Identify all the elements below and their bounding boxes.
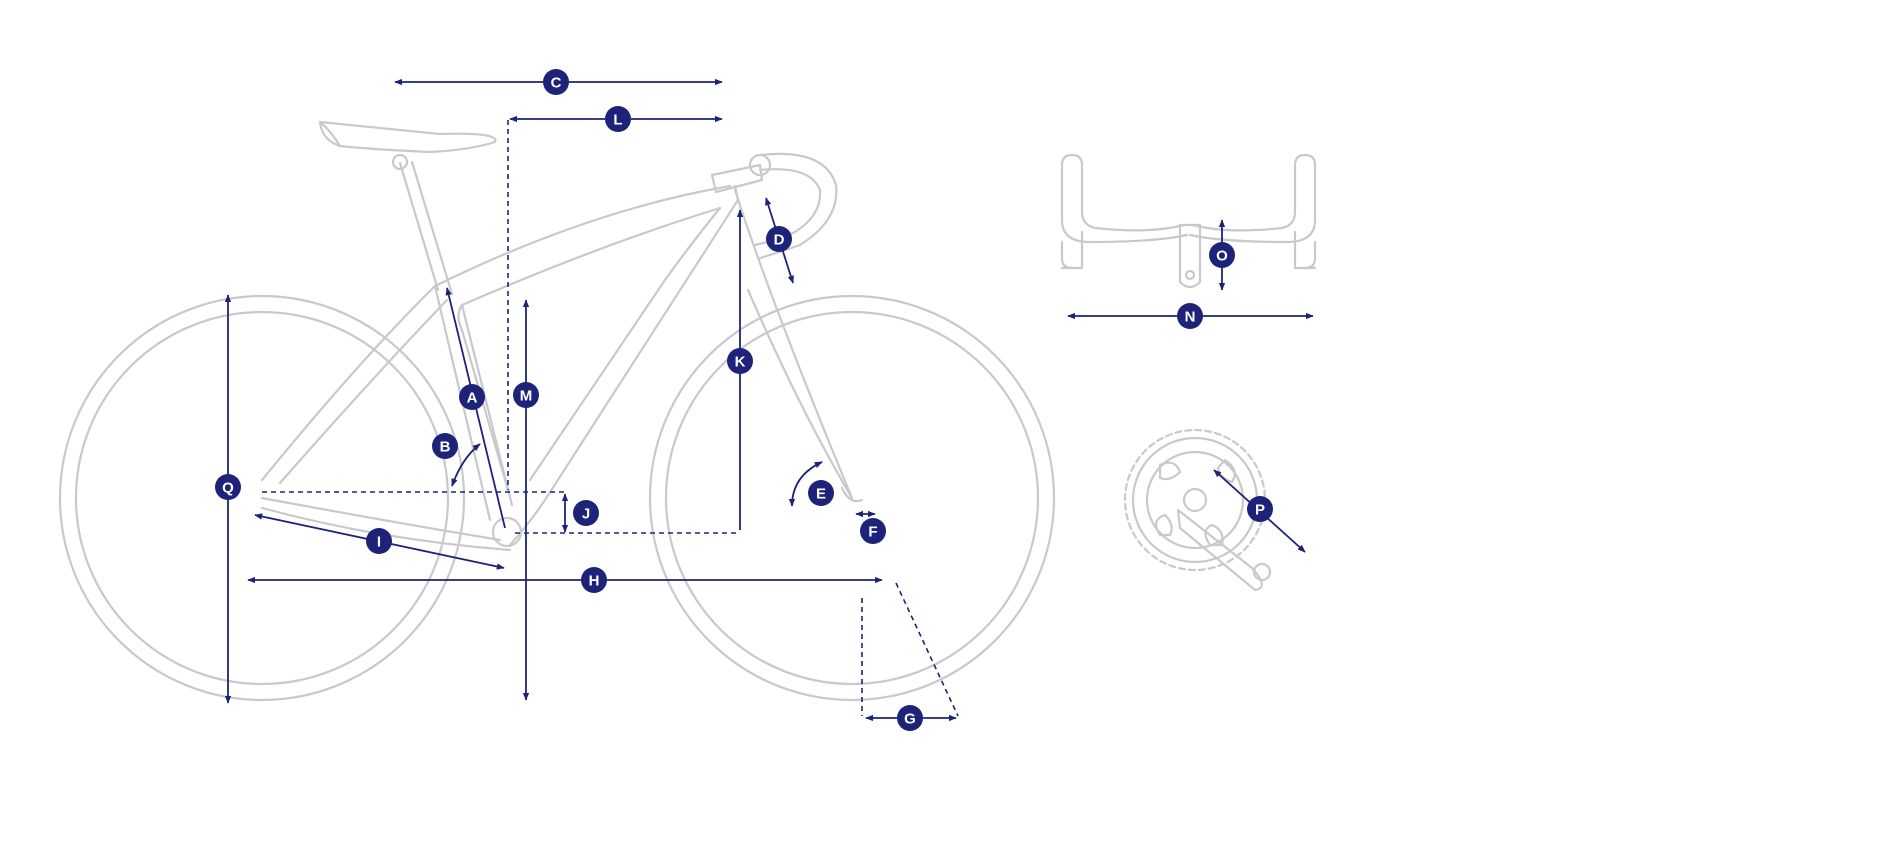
bike-side-view xyxy=(58,120,1056,702)
dimension-badge-h: H xyxy=(581,567,607,593)
dimension-badge-l: L xyxy=(605,106,631,132)
front-wheel xyxy=(648,294,1056,702)
dimension-lines xyxy=(224,78,959,722)
dimension-badge-i: I xyxy=(366,528,392,554)
dimension-badge-g: G xyxy=(897,705,923,731)
dimension-badge-o: O xyxy=(1209,242,1235,268)
dimension-b-arc xyxy=(451,443,481,487)
dimension-label-e: E xyxy=(816,486,826,503)
seatpost-and-saddle xyxy=(318,120,497,296)
dimension-badge-a: A xyxy=(459,384,485,410)
dimension-label-f: F xyxy=(868,524,877,541)
dimension-badge-n: N xyxy=(1177,303,1203,329)
dimension-badges: C L D K M A B Q E J F I H G O N P xyxy=(215,69,1273,731)
dimension-badge-m: M xyxy=(513,382,539,408)
dimension-label-a: A xyxy=(467,390,478,407)
dimension-label-b: B xyxy=(440,439,451,456)
dimension-badge-d: D xyxy=(766,226,792,252)
dimension-label-k: K xyxy=(735,354,746,371)
dimension-badge-k: K xyxy=(727,348,753,374)
rear-wheel xyxy=(58,294,466,702)
dimension-badge-f: F xyxy=(860,518,886,544)
dimension-label-m: M xyxy=(520,388,533,405)
dimension-label-g: G xyxy=(904,711,916,728)
dimension-e-arc xyxy=(788,461,823,507)
dimension-label-j: J xyxy=(582,506,590,523)
handlebar-front-view xyxy=(1060,153,1317,289)
dimension-label-l: L xyxy=(613,112,622,129)
dimension-label-d: D xyxy=(774,232,785,249)
frame xyxy=(260,184,740,552)
dimension-badge-p: P xyxy=(1247,496,1273,522)
dimension-label-p: P xyxy=(1255,502,1265,519)
dimension-label-h: H xyxy=(589,573,600,590)
dimension-label-n: N xyxy=(1185,309,1196,326)
dimension-label-i: I xyxy=(377,534,381,551)
dimension-badge-b: B xyxy=(432,433,458,459)
fork xyxy=(733,188,864,503)
dimension-label-c: C xyxy=(551,75,562,92)
dimension-badge-e: E xyxy=(808,480,834,506)
dimension-g-guide-right xyxy=(895,582,959,717)
dimension-badge-c: C xyxy=(543,69,569,95)
dimension-badge-j: J xyxy=(573,500,599,526)
dimension-badge-q: Q xyxy=(215,474,241,500)
dimension-label-q: Q xyxy=(222,480,234,497)
dimension-label-o: O xyxy=(1216,248,1228,265)
